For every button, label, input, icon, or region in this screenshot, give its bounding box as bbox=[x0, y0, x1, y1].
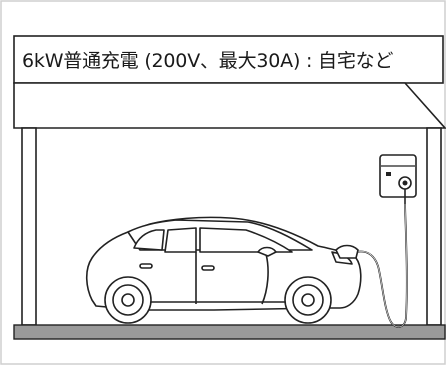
garage-floor bbox=[13, 324, 446, 340]
garage-roof bbox=[13, 82, 446, 129]
charging-caption: 6kW普通充電 (200V、最大30A) : 自宅など bbox=[22, 50, 394, 72]
right-wall bbox=[426, 127, 442, 326]
left-wall bbox=[21, 127, 37, 326]
electric-car bbox=[85, 216, 362, 324]
wall-charger bbox=[379, 154, 417, 204]
caption-panel bbox=[13, 35, 444, 84]
